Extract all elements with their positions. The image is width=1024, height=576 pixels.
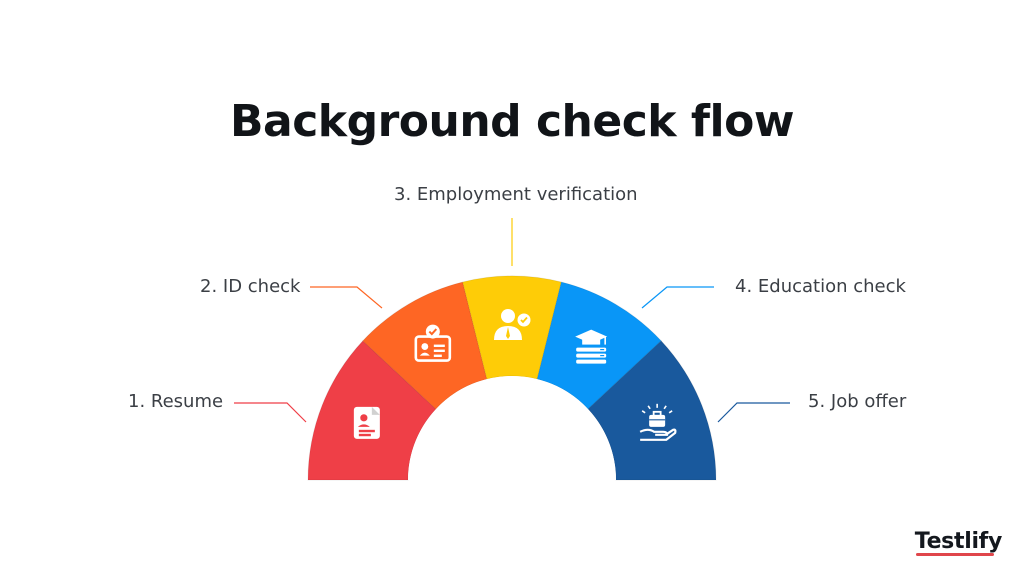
inner-hub bbox=[408, 376, 616, 480]
leader-line-2 bbox=[310, 286, 383, 309]
step-label-resume: 1. Resume bbox=[128, 391, 224, 412]
segment-4 bbox=[537, 282, 662, 410]
graduation-books-icon bbox=[575, 329, 608, 364]
id-card-check-icon bbox=[414, 324, 452, 362]
employee-verified-icon bbox=[494, 309, 531, 340]
step-label-education-check: 4. Education check bbox=[735, 276, 906, 297]
step-label-job-offer: 5. Job offer bbox=[808, 391, 907, 412]
step-label-employment-verification: 3. Employment verification bbox=[394, 184, 638, 205]
leader-line-5 bbox=[717, 402, 790, 423]
testlify-logo: Testlify bbox=[914, 529, 1003, 554]
hand-briefcase-icon bbox=[639, 403, 677, 441]
resume-document-icon bbox=[353, 406, 380, 439]
leader-line-4 bbox=[641, 286, 714, 309]
segment-5 bbox=[588, 340, 716, 480]
leader-line-1 bbox=[234, 402, 307, 423]
logo-underline bbox=[916, 553, 994, 556]
segment-edge-4 bbox=[536, 281, 662, 410]
page-title: Background check flow bbox=[230, 96, 794, 147]
step-label-id-check: 2. ID check bbox=[200, 276, 301, 297]
